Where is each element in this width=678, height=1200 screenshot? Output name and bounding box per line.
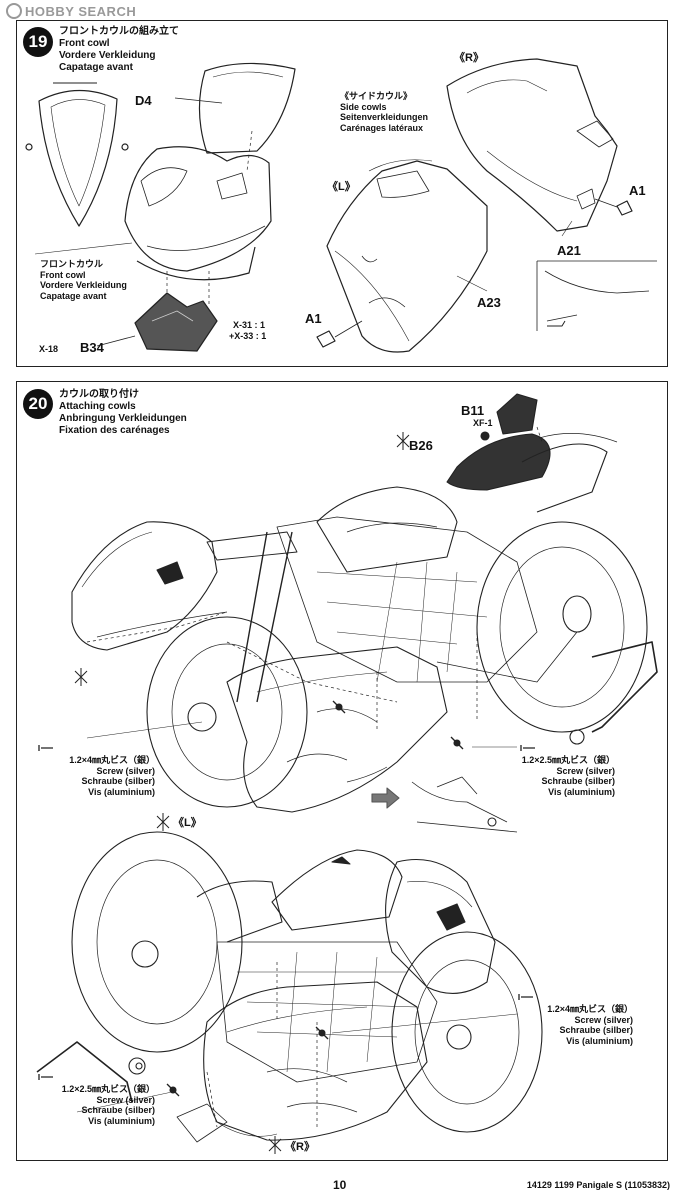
step-20-panel: 20 カウルの取り付け Attaching cowls Anbringung V… <box>16 381 668 1161</box>
side-l-label: 《L》 <box>327 181 356 193</box>
part-a23-label: A23 <box>477 295 501 310</box>
step-number: 19 <box>23 27 53 57</box>
step-number: 20 <box>23 389 53 419</box>
front-cowl-assembly-drawing <box>25 58 657 353</box>
product-code: 14129 1199 Panigale S (11053832) <box>526 1180 670 1190</box>
step-title: フロントカウルの組み立て Front cowl Vordere Verkleid… <box>59 26 179 73</box>
part-b26-label: B26 <box>409 438 433 453</box>
paint-x31-label: X-31 : 1 <box>233 320 266 330</box>
screw-4mm-caption: 1.2×4㎜丸ビス（銀） Screw (silver) Schraube (si… <box>69 755 155 797</box>
front-cowl-caption: フロントカウル Front cowl Vordere Verkleidung C… <box>40 259 127 301</box>
page-number: 10 <box>333 1178 347 1192</box>
screw-2-5mm-caption: 1.2×2.5㎜丸ビス（銀） Screw (silver) Schraube (… <box>521 755 615 797</box>
side-l-label: 《L》 <box>173 817 202 829</box>
step-19-panel: 19 フロントカウルの組み立て Front cowl Vordere Verkl… <box>16 20 668 367</box>
watermark: HOBBY SEARCH <box>6 3 136 19</box>
part-b34-label: B34 <box>80 340 104 355</box>
part-a21-label: A21 <box>557 243 581 258</box>
step-title: カウルの取り付け Attaching cowls Anbringung Verk… <box>59 389 187 436</box>
part-b11-label: B11 <box>461 403 485 418</box>
part-a1-right-label: A1 <box>629 183 646 198</box>
side-r-label: 《R》 <box>454 52 484 64</box>
paint-x33-label: +X-33 : 1 <box>229 331 267 341</box>
motorcycle-cowl-drawing <box>36 393 658 1154</box>
part-d4-label: D4 <box>135 93 152 108</box>
part-a1-left-label: A1 <box>305 311 322 326</box>
screw-2-5mm-caption-lower: 1.2×2.5㎜丸ビス（銀） Screw (silver) Schraube (… <box>61 1084 155 1126</box>
paint-x18-label: X-18 <box>39 344 59 354</box>
watermark-logo-icon <box>6 3 22 19</box>
screw-4mm-caption-lower: 1.2×4㎜丸ビス（銀） Screw (silver) Schraube (si… <box>547 1004 633 1046</box>
side-cowls-caption: 《サイドカウル》 Side cowls Seitenverkleidungen … <box>340 91 429 133</box>
paint-xf1-label: XF-1 <box>473 418 493 428</box>
side-r-label: 《R》 <box>285 1141 315 1153</box>
